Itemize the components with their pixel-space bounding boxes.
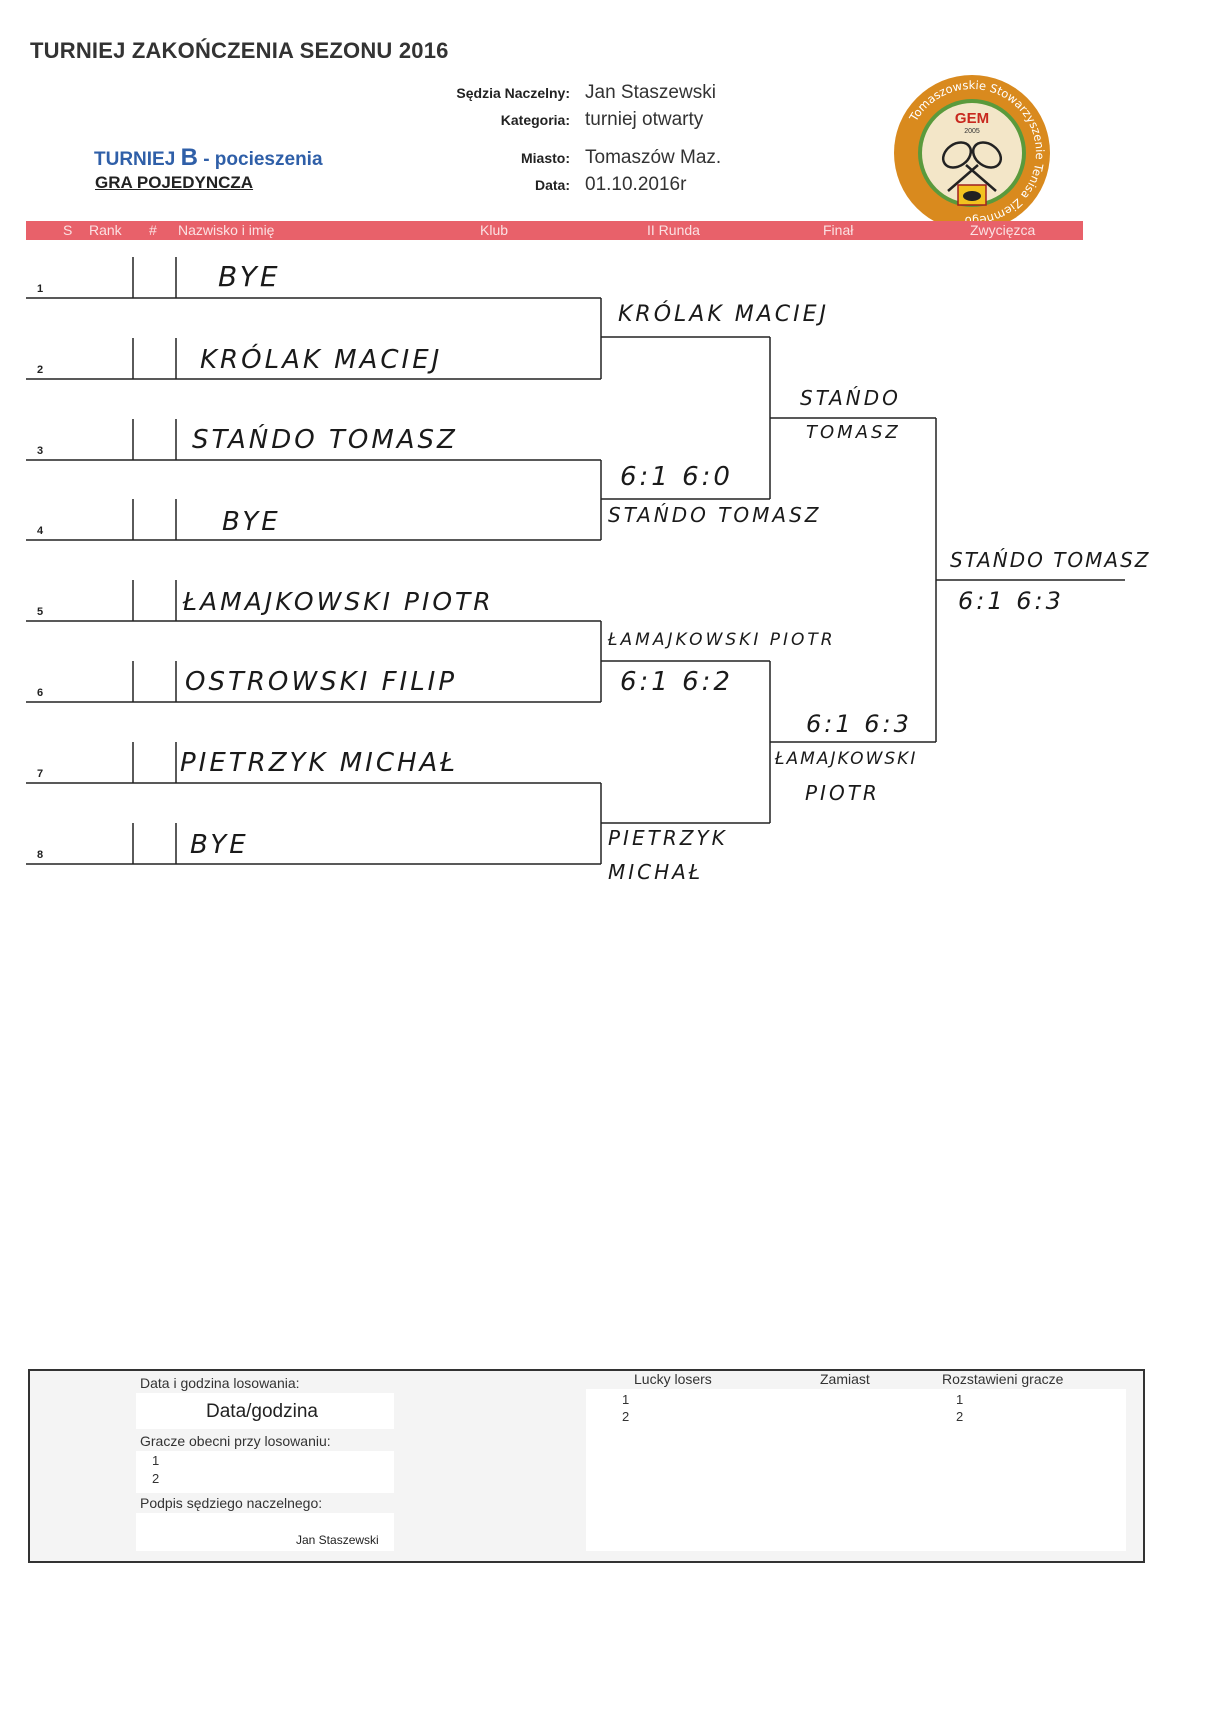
draw-header-bar: S Rank # Nazwisko i imię Klub II Runda F… (26, 221, 1083, 240)
club-logo: Tomaszowskie Stowarzyszenie Tenisa Ziemn… (894, 75, 1050, 231)
round2-name: STAŃDO TOMASZ (608, 503, 822, 527)
draw-datetime-label: Data i godzina losowania: (140, 1375, 300, 1391)
document-title: TURNIEJ ZAKOŃCZENIA SEZONU 2016 (30, 38, 449, 63)
player-name: BYE (190, 830, 249, 860)
winner-score: 6:1 6:3 (958, 587, 1064, 615)
logo-core (922, 103, 1022, 203)
final-name: ŁAMAJKOWSKI (775, 749, 918, 769)
players-present-item: 2 (152, 1471, 160, 1486)
final-name: STAŃDO (800, 386, 901, 410)
bracket-lines (26, 257, 1125, 865)
player-name: BYE (218, 260, 281, 293)
seeded-label: Rozstawieni gracze (942, 1371, 1064, 1387)
meta-label-city: Miasto: (521, 150, 570, 166)
round2-name: MICHAŁ (608, 860, 704, 884)
winner-name: STAŃDO TOMASZ (950, 548, 1151, 572)
logo-gem-text: GEM (955, 110, 989, 127)
final-score: 6:1 6:3 (806, 710, 912, 738)
meta-value-category: turniej otwarty (585, 109, 704, 130)
draw-datetime-value: Data/godzina (206, 1401, 318, 1422)
header-label-seed: S (63, 222, 73, 238)
signature-field[interactable]: Jan Staszewski (136, 1513, 394, 1551)
meta-value-city: Tomaszów Maz. (585, 147, 722, 168)
slot-number: 8 (37, 849, 44, 861)
lucky-losers-label: Lucky losers (634, 1371, 712, 1387)
meta-value-date: 01.10.2016r (585, 174, 687, 195)
header-label-name: Nazwisko i imię (178, 222, 275, 238)
seeded-item: 1 (956, 1392, 964, 1407)
meta-value-referee: Jan Staszewski (585, 82, 716, 103)
meta-label-date: Data: (534, 177, 570, 193)
lucky-loser-item: 2 (622, 1409, 630, 1424)
slot-number: 6 (37, 687, 44, 699)
draw-info-box: Data i godzina losowania: Data/godzina G… (28, 1369, 1145, 1563)
player-name: STAŃDO TOMASZ (192, 425, 458, 455)
slot-number: 2 (37, 364, 44, 376)
tournament-subtitle: TURNIEJ B - pocieszenia (94, 144, 323, 172)
meta-label-referee: Sędzia Naczelny: (456, 85, 570, 101)
round2-name: KRÓLAK MACIEJ (618, 302, 830, 327)
meta-label-category: Kategoria: (500, 112, 570, 128)
slot-number: 5 (37, 606, 44, 618)
final-name: PIOTR (805, 781, 880, 805)
subtitle-prefix: TURNIEJ (94, 149, 181, 170)
header-label-rank: Rank (89, 222, 122, 238)
draw-datetime-field[interactable]: Data/godzina (136, 1393, 394, 1429)
round2-name: PIETRZYK (608, 826, 728, 850)
lucky-loser-item: 1 (622, 1392, 630, 1407)
players-present-label: Gracze obecni przy losowaniu: (140, 1433, 331, 1449)
subtitle-suffix: - pocieszenia (197, 149, 323, 170)
header-label-club: Klub (480, 222, 509, 238)
slot-number: 7 (37, 768, 44, 780)
subtitle-letter: B (180, 144, 198, 171)
bison-emblem-icon (957, 184, 987, 206)
logo-year: 2005 (964, 128, 980, 135)
header-label-winner: Zwycięzca (970, 222, 1036, 238)
signature-value: Jan Staszewski (296, 1533, 379, 1547)
round2-name: ŁAMAJKOWSKI PIOTR (608, 630, 836, 650)
seeded-item: 2 (956, 1409, 964, 1424)
player-name: ŁAMAJKOWSKI PIOTR (183, 587, 494, 616)
signature-label: Podpis sędziego naczelnego: (140, 1495, 323, 1511)
player-name: OSTROWSKI FILIP (185, 667, 458, 697)
players-present-item: 1 (152, 1453, 160, 1468)
header-label-round2: II Runda (647, 222, 700, 238)
slot-number: 3 (37, 445, 44, 457)
crossed-rackets-icon (941, 141, 1003, 192)
header-label-number: # (149, 222, 157, 238)
players-present-field[interactable]: 1 2 (136, 1451, 394, 1493)
instead-label: Zamiast (820, 1371, 870, 1387)
final-name: TOMASZ (806, 422, 901, 443)
round2-score: 6:1 6:0 (620, 462, 733, 492)
game-type: GRA POJEDYNCZA (95, 173, 254, 192)
lucky-losers-seeded-field[interactable]: 1 2 1 2 (586, 1389, 1126, 1551)
header-label-final: Finał (823, 222, 854, 238)
player-name: BYE (222, 507, 281, 537)
player-name: KRÓLAK MACIEJ (200, 345, 443, 375)
player-name: PIETRZYK MICHAŁ (180, 748, 458, 778)
slot-number: 4 (37, 525, 44, 537)
round2-score: 6:1 6:2 (620, 667, 733, 697)
slot-number: 1 (37, 283, 44, 295)
